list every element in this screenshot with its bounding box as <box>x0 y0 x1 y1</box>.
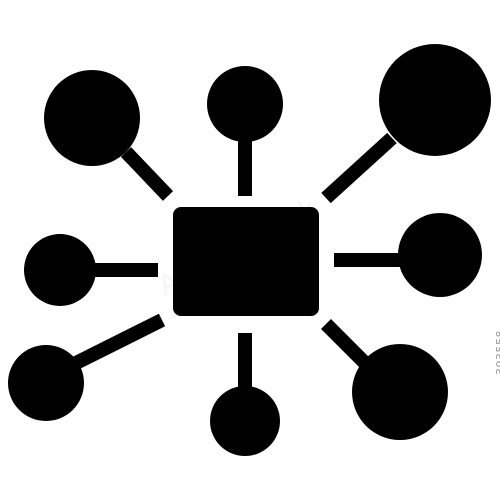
hub-center-node <box>173 207 319 316</box>
node-right <box>398 213 482 297</box>
connector-top-left <box>120 147 174 201</box>
node-top-left <box>44 70 140 166</box>
node-bottom-right <box>352 344 448 440</box>
node-bottom-left <box>8 345 84 421</box>
satellite-nodes <box>8 44 491 456</box>
node-left <box>24 234 96 306</box>
connector-top-right <box>321 132 397 204</box>
connector-bottom-left <box>66 313 166 373</box>
stock-id-watermark: 393558 <box>494 330 500 375</box>
node-top <box>207 66 283 142</box>
node-bottom <box>210 386 280 456</box>
connector-lines <box>66 132 410 392</box>
node-top-right <box>379 44 491 156</box>
